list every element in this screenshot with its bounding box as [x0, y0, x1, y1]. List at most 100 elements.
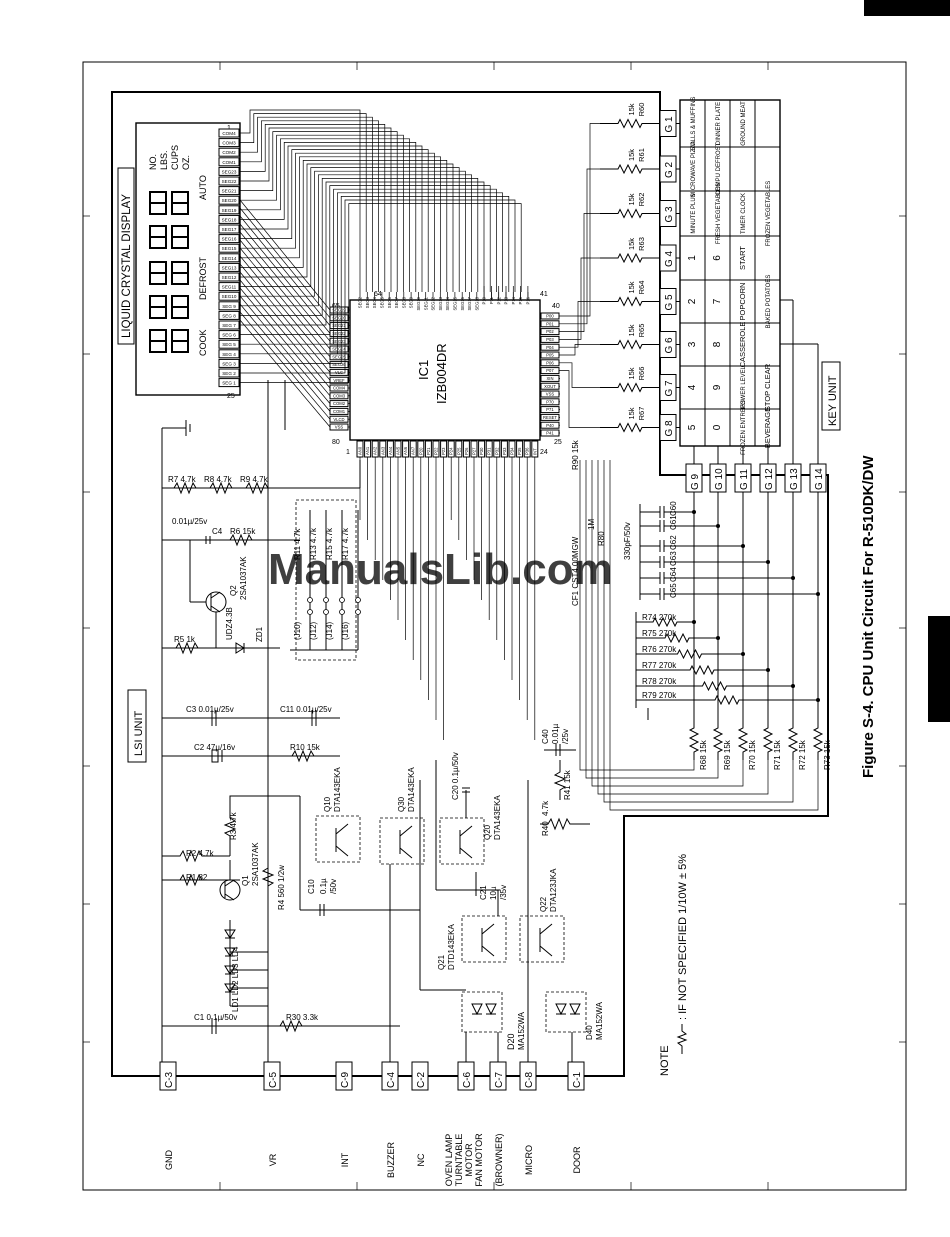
- lcd-pin-strip: COM4COM3COM2COM1SEG23SEG22SEG21SEG20SEG1…: [218, 128, 240, 388]
- row-trace: [560, 370, 600, 428]
- key-label: TIMER CLOCK: [741, 193, 747, 234]
- lcd-pin-label: SEG 9: [222, 304, 236, 309]
- ic-pin-label: SEG22: [332, 331, 346, 336]
- ic-pin-label: SEG16: [460, 296, 465, 310]
- lcd-title-box: [117, 167, 135, 345]
- ic-pin-label: SEG24: [332, 347, 346, 352]
- connector-pin: [457, 1061, 475, 1091]
- label-q21-part: DTD143EKA: [447, 924, 456, 970]
- connector-signal: VR: [268, 1153, 278, 1166]
- lcd-pin-label: SEG14: [222, 256, 237, 261]
- key-label: FRESH VEGETABLES: [716, 183, 722, 244]
- frame-ticks: [83, 62, 906, 1190]
- label-r5: R5 1k: [174, 635, 196, 644]
- row-trace: [560, 257, 600, 340]
- ic-pin-label: P20: [418, 447, 423, 455]
- label-d20-part: MA152WA: [517, 1011, 526, 1050]
- ic-pin-label: VSS: [546, 392, 555, 397]
- col-resistor-ref: R70 15k: [748, 739, 757, 770]
- label-zd1: ZD1: [255, 626, 264, 642]
- connector-signal: GND: [164, 1150, 174, 1171]
- key-label: STOP CLEAR: [763, 363, 772, 411]
- ic-pin-label: P01: [546, 321, 554, 326]
- key-label: 6: [712, 255, 723, 261]
- label-q20: Q20: [483, 824, 492, 840]
- key-label: START: [738, 246, 747, 270]
- label-r2: R2 4.7k: [186, 849, 215, 858]
- connector-pin: [489, 1061, 507, 1091]
- label-q10-part: DTA143EKA: [333, 767, 342, 812]
- lcd-pin-label: COM2: [222, 150, 236, 155]
- cap-ref: C61: [669, 515, 678, 530]
- cap-ref: C65: [669, 583, 678, 598]
- key-label: 0: [712, 424, 723, 430]
- lcd-indicator-defrost: DEFROST: [198, 256, 208, 300]
- key-col-connector-label: G 14: [814, 468, 825, 490]
- label-c40: C40: [541, 729, 550, 744]
- ic-pin-label: VLCD: [333, 417, 344, 422]
- ic1-pin-80: 80: [332, 439, 340, 446]
- key-row-connector-label: G 5: [664, 294, 675, 311]
- ic-pin-label: P34: [510, 447, 515, 455]
- pull-resistor-ref: R76 270k: [642, 645, 677, 654]
- lcd-pin-label: SEG18: [222, 217, 237, 222]
- label-q2-part: 2SA1037AK: [239, 556, 248, 600]
- ic-pin-box: [417, 440, 425, 458]
- key-label: BAKED POTATOES: [766, 275, 772, 329]
- label-d40-part: MA152WA: [595, 1001, 604, 1040]
- driver-transistors: D20: [299, 744, 590, 1068]
- ic-pin-label: P33: [502, 447, 507, 455]
- col-trace: [609, 460, 819, 811]
- ic-pin-label: XIN: [547, 376, 554, 381]
- row-resistor-ref: R60: [637, 103, 646, 117]
- label-c10-v: /50v: [329, 879, 338, 894]
- lcd-pin-label: SEG12: [222, 275, 237, 280]
- ic-pin-label: P04: [546, 345, 554, 350]
- ic-pin-box: [531, 440, 539, 458]
- note-resistor-symbol: [676, 1024, 688, 1054]
- junction-dot: [716, 636, 720, 640]
- lsi-unit-box: [127, 689, 147, 763]
- ic-pin-label: P31: [487, 447, 492, 455]
- lcd-pin-label: SEG 4: [222, 352, 236, 357]
- key-label: FROZEN VEGETABLES: [766, 181, 772, 247]
- ic-pin-label: P21: [426, 447, 431, 455]
- pull-resistor-ref: R74 270k: [642, 613, 677, 622]
- lcd-pin-last: 25: [227, 393, 235, 400]
- ic-pin-label: AN0: [358, 446, 363, 455]
- ic-pin-box: [470, 440, 478, 458]
- pull-resistor-ref: R78 270k: [642, 677, 677, 686]
- ic-pin-box: [371, 440, 379, 458]
- connector-signal: MICRO: [524, 1145, 534, 1175]
- ic-pin-label: P23: [441, 447, 446, 455]
- row-trace: [560, 301, 600, 348]
- ic1-pin-40: 40: [552, 303, 560, 310]
- lcd-pin-label: SEG15: [222, 246, 237, 251]
- key-label: 7: [712, 298, 723, 304]
- row-resistor-value: 15k: [627, 149, 636, 161]
- label-q10: Q10: [323, 796, 332, 812]
- col-trace: [585, 460, 719, 779]
- label-q22: Q22: [539, 896, 548, 912]
- lcd-indicator-auto: AUTO: [198, 175, 208, 200]
- row-resistor-value: 15k: [627, 367, 636, 379]
- ic-pin-box: [386, 440, 394, 458]
- cap-ref: C64: [669, 567, 678, 582]
- ic-pin-label: VLC: [335, 370, 343, 375]
- connector-pin-label: C-3: [164, 1071, 175, 1088]
- junction-dot: [766, 668, 770, 672]
- row-resistor-ref: R62: [637, 193, 646, 207]
- lcd-pin-label: SEG17: [222, 227, 237, 232]
- ic-pin-label: AN6: [403, 446, 408, 455]
- ic-pin-box: [523, 440, 531, 458]
- label-c2: C2 47µ/16v: [194, 743, 235, 752]
- ic-pin-box: [508, 440, 516, 458]
- lcd-digits: [149, 191, 189, 353]
- label-r1: R1 82: [186, 873, 208, 882]
- ic-pin-box: [540, 390, 560, 398]
- label-c11: C11 0.01µ/25v: [280, 705, 332, 714]
- ic-pin-box: [540, 429, 560, 437]
- junction-dot: [716, 524, 720, 528]
